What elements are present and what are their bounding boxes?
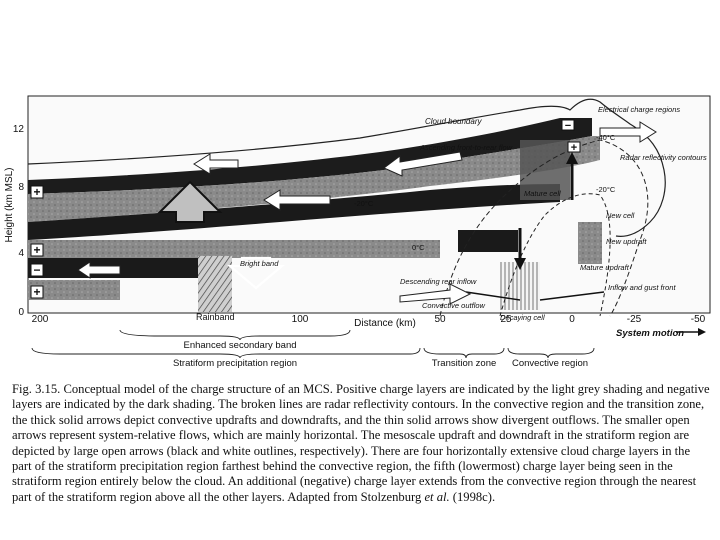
annotation-new-updraft: New updraft <box>606 237 647 246</box>
annotation-temp-20-left: -20°C <box>354 199 374 208</box>
charge-layer-positive-lower <box>28 240 440 258</box>
label-transition-zone: Transition zone <box>432 358 497 369</box>
mcs-charge-diagram: + + − + − + Height (km MSL) 12 8 4 0 200… <box>0 0 720 380</box>
caption-authors: et al. <box>424 490 449 504</box>
label-stratiform-region: Stratiform precipitation region <box>173 358 297 369</box>
charge-sign-plus-2: + <box>33 243 40 257</box>
charge-sign-plus-cell: + <box>571 142 577 154</box>
label-enhanced-secondary-band: Enhanced secondary band <box>183 340 296 351</box>
new-updraft-column <box>578 222 602 264</box>
annotation-rainband: Rainband <box>196 312 235 322</box>
annotation-convective-outflow: Convective outflow <box>422 301 486 310</box>
annotation-cloud-boundary: Cloud boundary <box>425 117 482 126</box>
caption-label: Fig. 3.15. <box>12 382 60 396</box>
caption-text: Conceptual model of the charge structure… <box>12 382 710 504</box>
convective-negative-core <box>458 230 518 252</box>
annotation-temp-40: -40°C <box>596 133 616 142</box>
y-tick-12: 12 <box>13 124 25 135</box>
y-tick-4: 4 <box>18 248 24 259</box>
y-tick-8: 8 <box>18 182 24 193</box>
x-tick-minus-25: -25 <box>627 314 642 325</box>
x-axis-label: Distance (km) <box>354 318 416 329</box>
y-tick-0: 0 <box>18 307 24 318</box>
x-tick-0: 0 <box>569 314 575 325</box>
label-system-motion: System motion <box>616 328 684 339</box>
figure-caption: Fig. 3.15. Conceptual model of the charg… <box>12 382 712 505</box>
charge-sign-minus-top: − <box>565 120 571 132</box>
charge-sign-plus-3: + <box>33 285 40 299</box>
bracket-enhanced-secondary <box>120 330 350 340</box>
annotation-mature-cell: Mature cell <box>524 189 561 198</box>
annotation-temp-20-right: -20°C <box>596 185 616 194</box>
label-convective-region: Convective region <box>512 358 588 369</box>
x-tick-50: 50 <box>434 314 446 325</box>
annotation-rear-inflow: Descending rear inflow <box>400 277 477 286</box>
charge-sign-minus-1: − <box>33 263 40 277</box>
annotation-bright-band: Bright band <box>240 259 279 268</box>
x-tick-200: 200 <box>32 314 49 325</box>
bracket-convective <box>508 348 594 358</box>
annotation-ascending-flow: Ascending front-to-rear flow <box>419 143 513 152</box>
system-motion-arrowhead <box>698 328 706 336</box>
y-axis-label: Height (km MSL) <box>4 167 15 242</box>
rainband-column <box>198 256 232 312</box>
annotation-electrical-charge: Electrical charge regions <box>598 105 680 114</box>
annotation-new-cell: New cell <box>606 211 635 220</box>
bracket-transition <box>424 348 504 358</box>
annotation-decaying-cell: Decaying cell <box>500 313 545 322</box>
annotation-temp-0: 0°C <box>412 243 425 252</box>
charge-sign-plus-1: + <box>33 185 40 199</box>
annotation-radar-reflectivity: Radar reflectivity contours <box>620 153 707 162</box>
annotation-inflow-gust-front: Inflow and gust front <box>608 283 676 292</box>
x-tick-minus-50: -50 <box>691 314 706 325</box>
caption-tail: (1998c). <box>450 490 495 504</box>
annotation-mature-updraft: Mature updraft <box>580 263 630 272</box>
x-tick-100: 100 <box>292 314 309 325</box>
